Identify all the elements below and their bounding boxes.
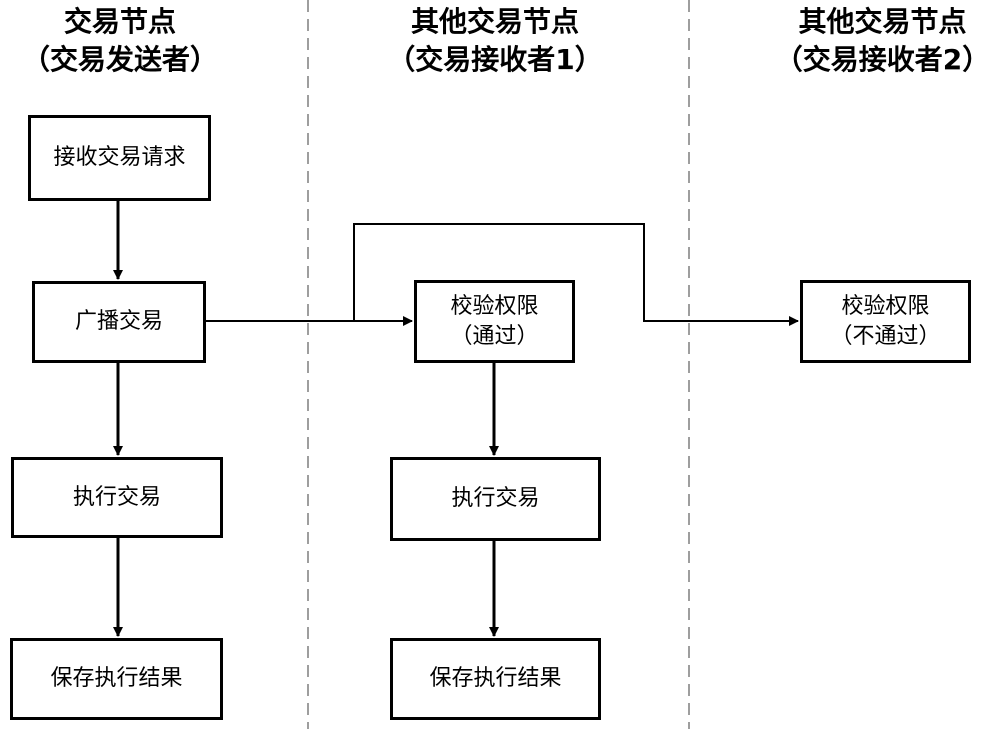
box-verify-pass: 校验权限 （通过） bbox=[414, 280, 575, 363]
box-verify-pass-label: 校验权限 （通过） bbox=[450, 293, 539, 349]
box-execute-receiver1-label: 执行交易 bbox=[451, 486, 540, 511]
box-broadcast: 广播交易 bbox=[32, 281, 206, 363]
box-execute-receiver1: 执行交易 bbox=[390, 457, 601, 541]
lane-receiver2-subtitle: （交易接收者2） bbox=[774, 43, 991, 76]
box-execute-label: 执行交易 bbox=[72, 484, 161, 510]
box-save-result: 保存执行结果 bbox=[10, 638, 223, 720]
lane-receiver1-subtitle: （交易接收者1） bbox=[387, 43, 603, 76]
box-verify-fail-label: 校验权限 （不通过） bbox=[830, 293, 941, 349]
lane-sender-subtitle: （交易发送者） bbox=[21, 43, 218, 76]
lane-receiver1-title: 其他交易节点 bbox=[410, 5, 579, 38]
box-receive-request-label: 接收交易请求 bbox=[53, 145, 186, 170]
lane-sender-header: 交易节点 （交易发送者） bbox=[0, 3, 240, 79]
box-save-result-receiver1: 保存执行结果 bbox=[390, 638, 601, 720]
box-broadcast-label: 广播交易 bbox=[74, 309, 163, 334]
box-execute: 执行交易 bbox=[11, 457, 223, 538]
box-save-result-label: 保存执行结果 bbox=[50, 666, 183, 691]
lane-receiver2-header: 其他交易节点 （交易接收者2） bbox=[770, 3, 995, 79]
lane-sender-title: 交易节点 bbox=[63, 5, 176, 38]
box-verify-fail: 校验权限 （不通过） bbox=[800, 280, 971, 363]
box-receive-request: 接收交易请求 bbox=[28, 115, 211, 201]
arrow-broadcast-to-verify2 bbox=[353, 223, 799, 326]
lane-receiver2-title: 其他交易节点 bbox=[798, 5, 967, 38]
lane-receiver1-header: 其他交易节点 （交易接收者1） bbox=[385, 3, 605, 79]
box-save-result-receiver1-label: 保存执行结果 bbox=[429, 666, 562, 691]
